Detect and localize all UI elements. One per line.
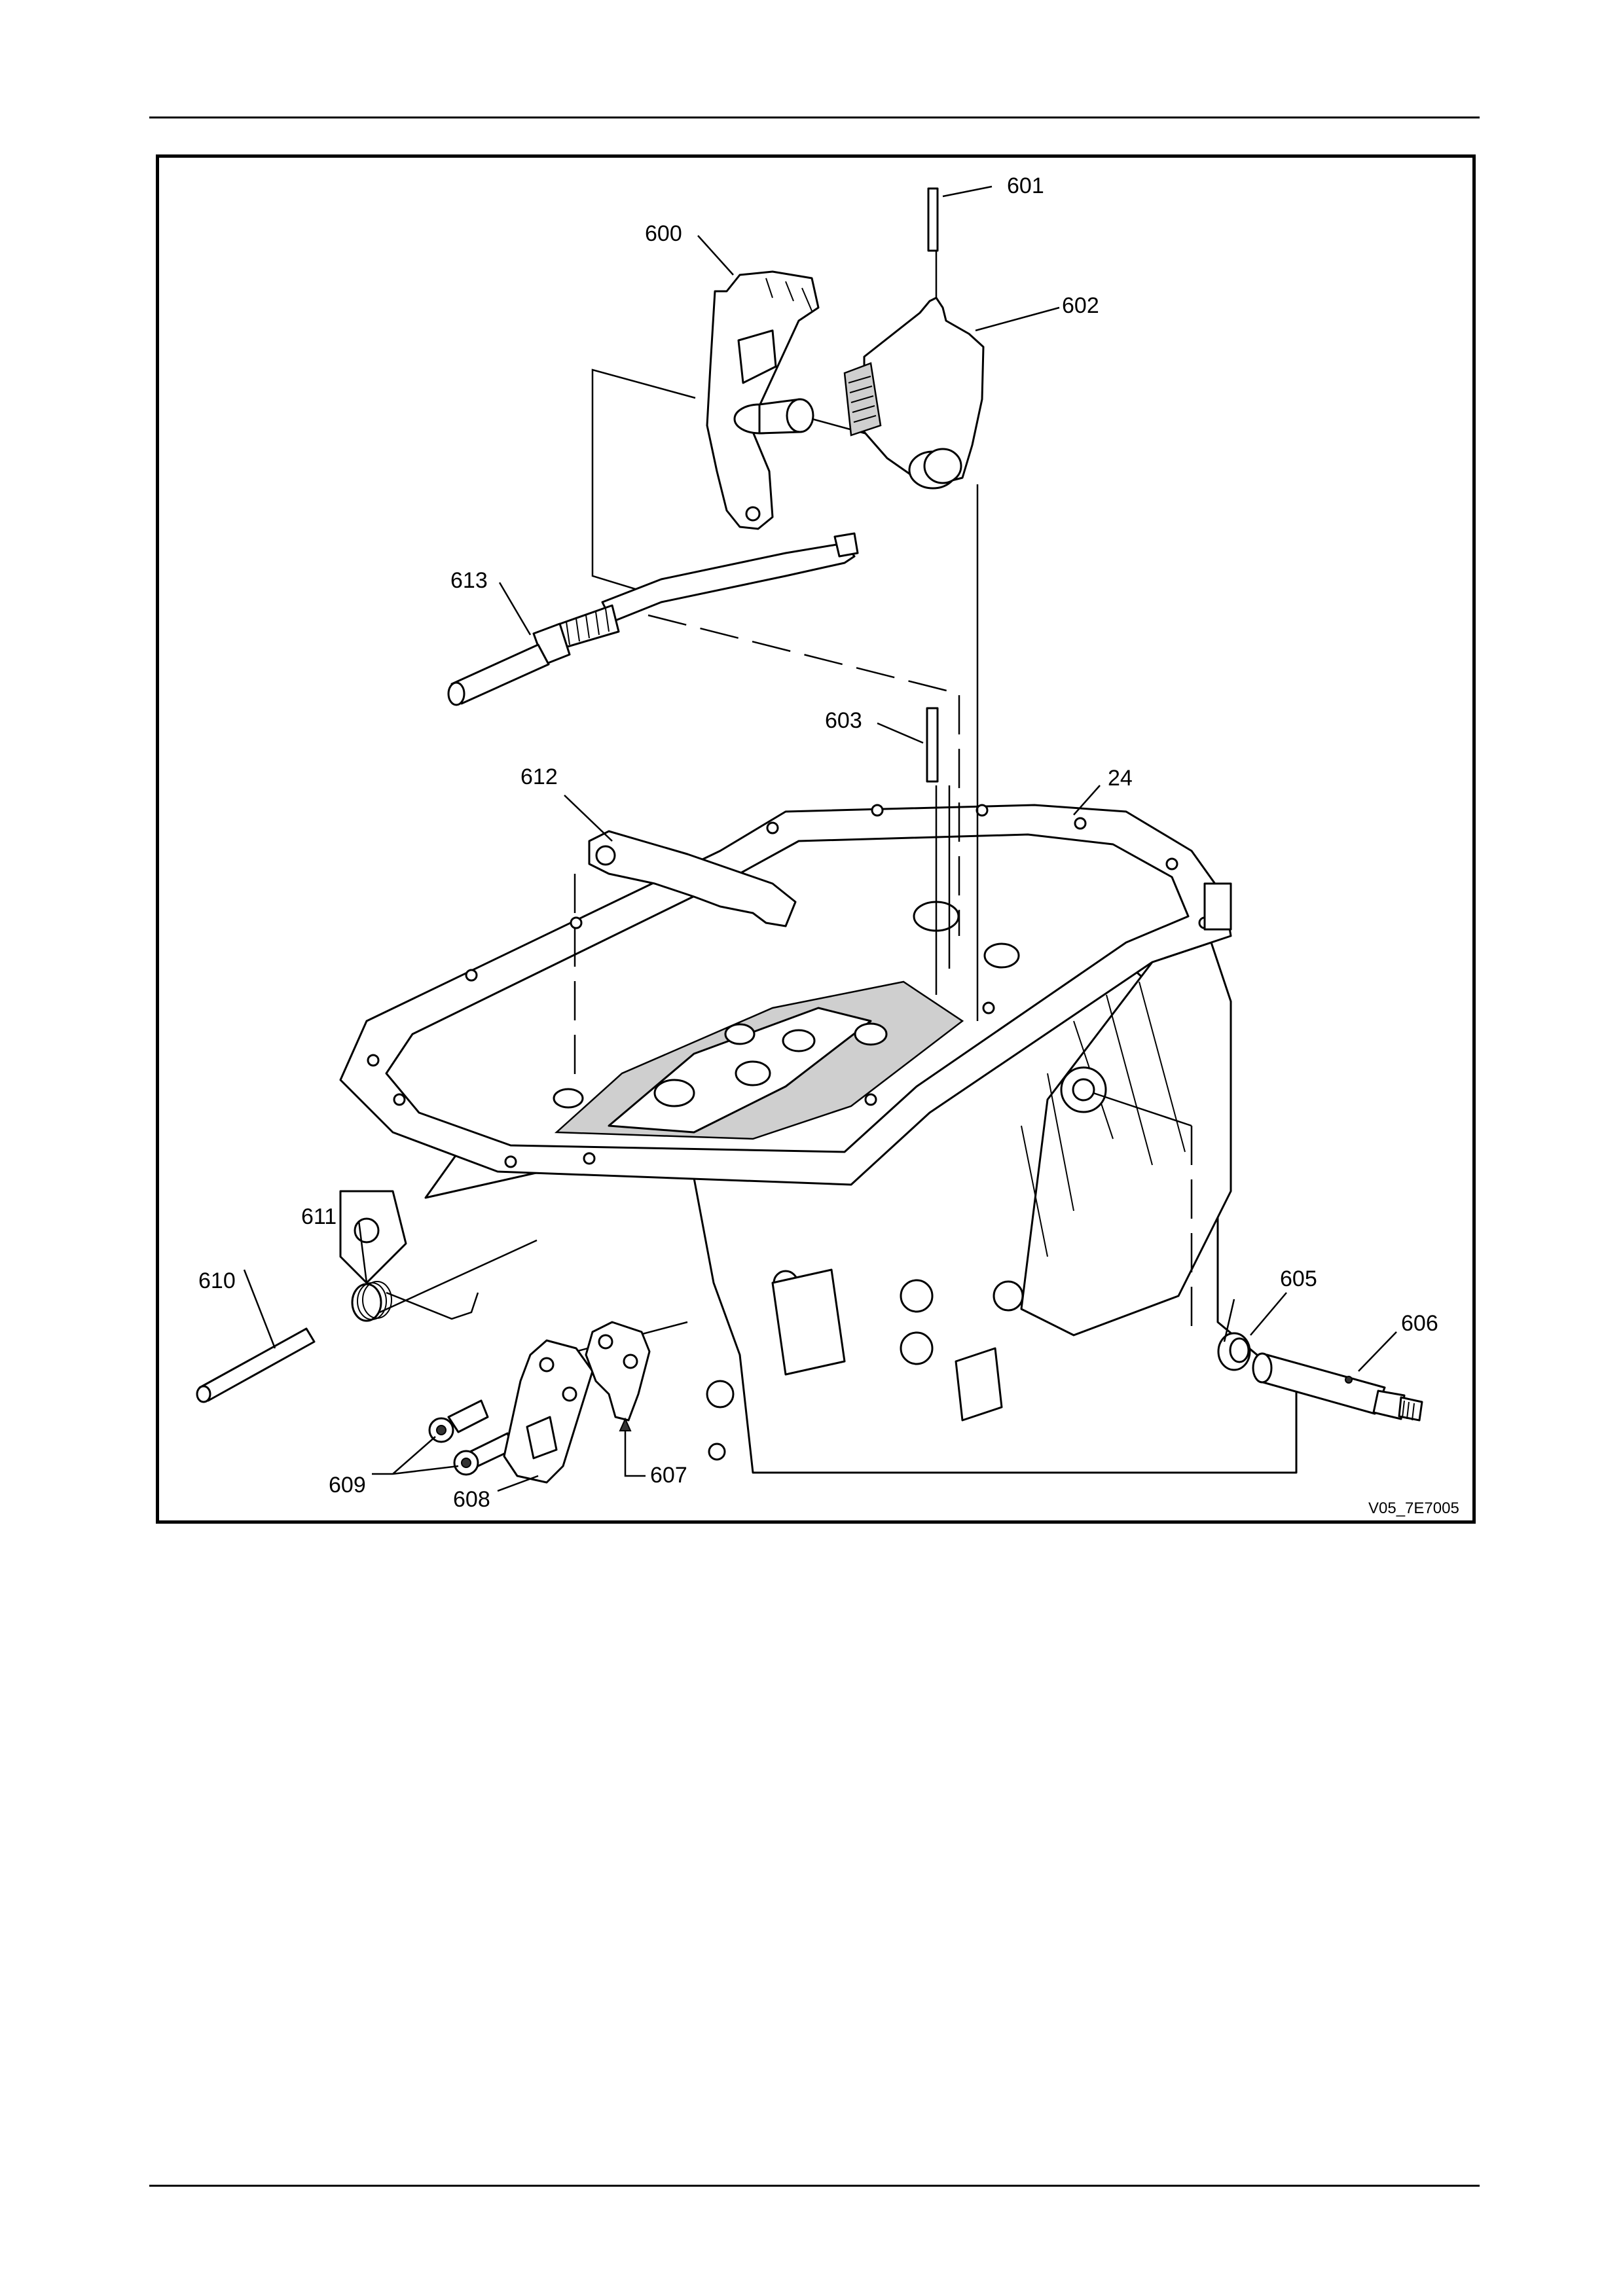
part-609-bolts <box>429 1401 514 1475</box>
footer-rule <box>149 2185 1480 2187</box>
part-601-pin <box>928 188 938 251</box>
callout-612: 612 <box>520 764 558 789</box>
part-610-pivot-pin <box>197 1329 314 1402</box>
callout-603: 603 <box>825 708 862 733</box>
part-613-selector-rod <box>448 533 858 705</box>
callout-609: 609 <box>329 1473 366 1498</box>
callout-605: 605 <box>1280 1266 1317 1291</box>
callout-610: 610 <box>198 1268 236 1293</box>
part-608-cover-plate <box>504 1340 593 1482</box>
gearbox-housing <box>340 805 1296 1473</box>
part-607-gasket <box>586 1322 649 1420</box>
callout-606: 606 <box>1401 1311 1438 1336</box>
figure-code: V05_7E7005 <box>1368 1499 1459 1517</box>
callout-600: 600 <box>645 221 682 246</box>
part-602-position-switch <box>845 298 983 488</box>
part-605-bushing <box>1218 1333 1250 1370</box>
callout-602: 602 <box>1062 293 1099 318</box>
callout-601: 601 <box>1007 173 1044 198</box>
part-603-pin <box>927 708 938 781</box>
callout-24: 24 <box>1108 766 1133 791</box>
callout-607: 607 <box>650 1463 687 1488</box>
part-611-return-spring <box>352 1282 478 1321</box>
callout-608: 608 <box>453 1487 490 1512</box>
callout-613: 613 <box>450 568 488 593</box>
callout-611: 611 <box>301 1204 337 1229</box>
